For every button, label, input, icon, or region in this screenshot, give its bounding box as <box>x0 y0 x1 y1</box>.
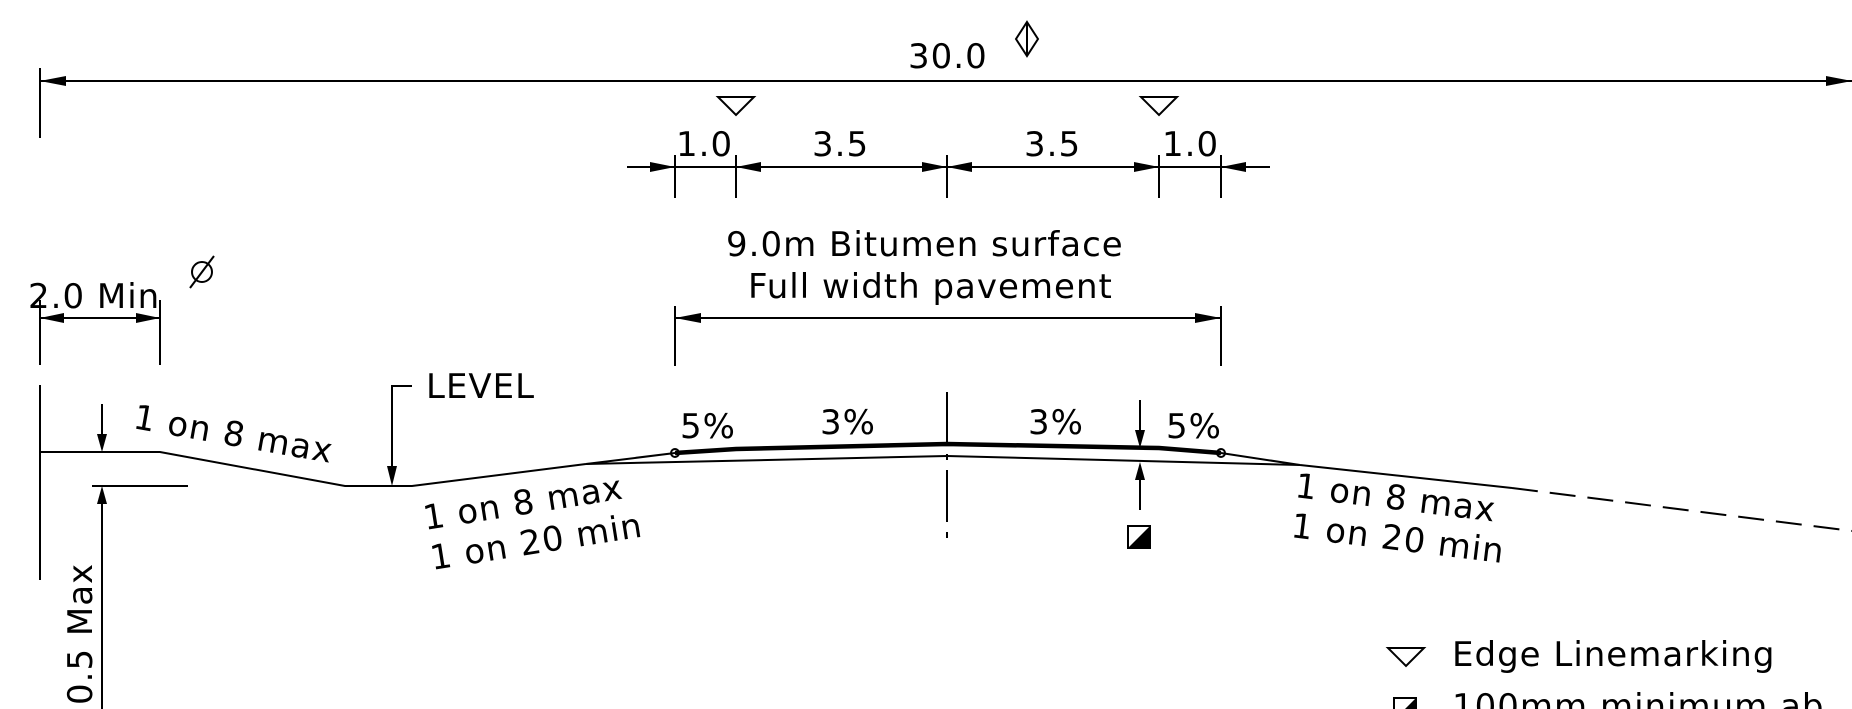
left-batter-slope: 1 on 8 max <box>130 397 336 471</box>
batter-depth-label: 0.5 Max <box>61 563 101 705</box>
left-shoulder-crossfall: 5% <box>680 407 736 447</box>
batter-top-label: 2.0 Min <box>28 277 160 317</box>
triangle-down-icon <box>1385 647 1427 668</box>
level-leader: LEVEL <box>387 367 535 486</box>
pavement-width-dimension <box>674 306 1222 366</box>
left-lane-crossfall: 3% <box>820 403 876 443</box>
batter-top-dimension: 2.0 Min <box>28 255 215 365</box>
overall-width-dimension: 30.0 <box>39 20 1852 138</box>
half-filled-square-icon <box>1127 525 1151 549</box>
surface-note-line-2: Full width pavement <box>748 267 1113 307</box>
legend-pavement-note: 100mm minimum ab <box>1452 687 1825 709</box>
triangle-down-icon <box>715 96 757 117</box>
right-lane-width: 3.5 <box>1024 125 1081 165</box>
ground-profile <box>39 385 1852 580</box>
right-verge-width: 1.0 <box>1162 125 1219 165</box>
slashed-circle-icon <box>189 255 215 289</box>
pavement-depth-marker <box>1127 400 1151 549</box>
left-lane-width: 3.5 <box>812 125 869 165</box>
lane-dimension-chain: 1.0 3.5 3.5 1.0 <box>627 125 1270 198</box>
overall-width-label: 30.0 <box>908 37 988 77</box>
surface-note-line-1: 9.0m Bitumen surface <box>726 225 1124 265</box>
batter-depth-dimension: 0.5 Max <box>61 404 188 709</box>
legend-edge-linemarking: Edge Linemarking <box>1452 635 1775 675</box>
diamond-split-icon <box>1014 20 1040 58</box>
triangle-down-icon <box>1138 96 1180 117</box>
right-shoulder-crossfall: 5% <box>1166 407 1222 447</box>
level-label: LEVEL <box>426 367 535 407</box>
left-verge-width: 1.0 <box>676 125 733 165</box>
right-lane-crossfall: 3% <box>1028 403 1084 443</box>
half-filled-square-icon <box>1393 697 1417 709</box>
legend: Edge Linemarking 100mm minimum ab <box>1385 635 1825 709</box>
